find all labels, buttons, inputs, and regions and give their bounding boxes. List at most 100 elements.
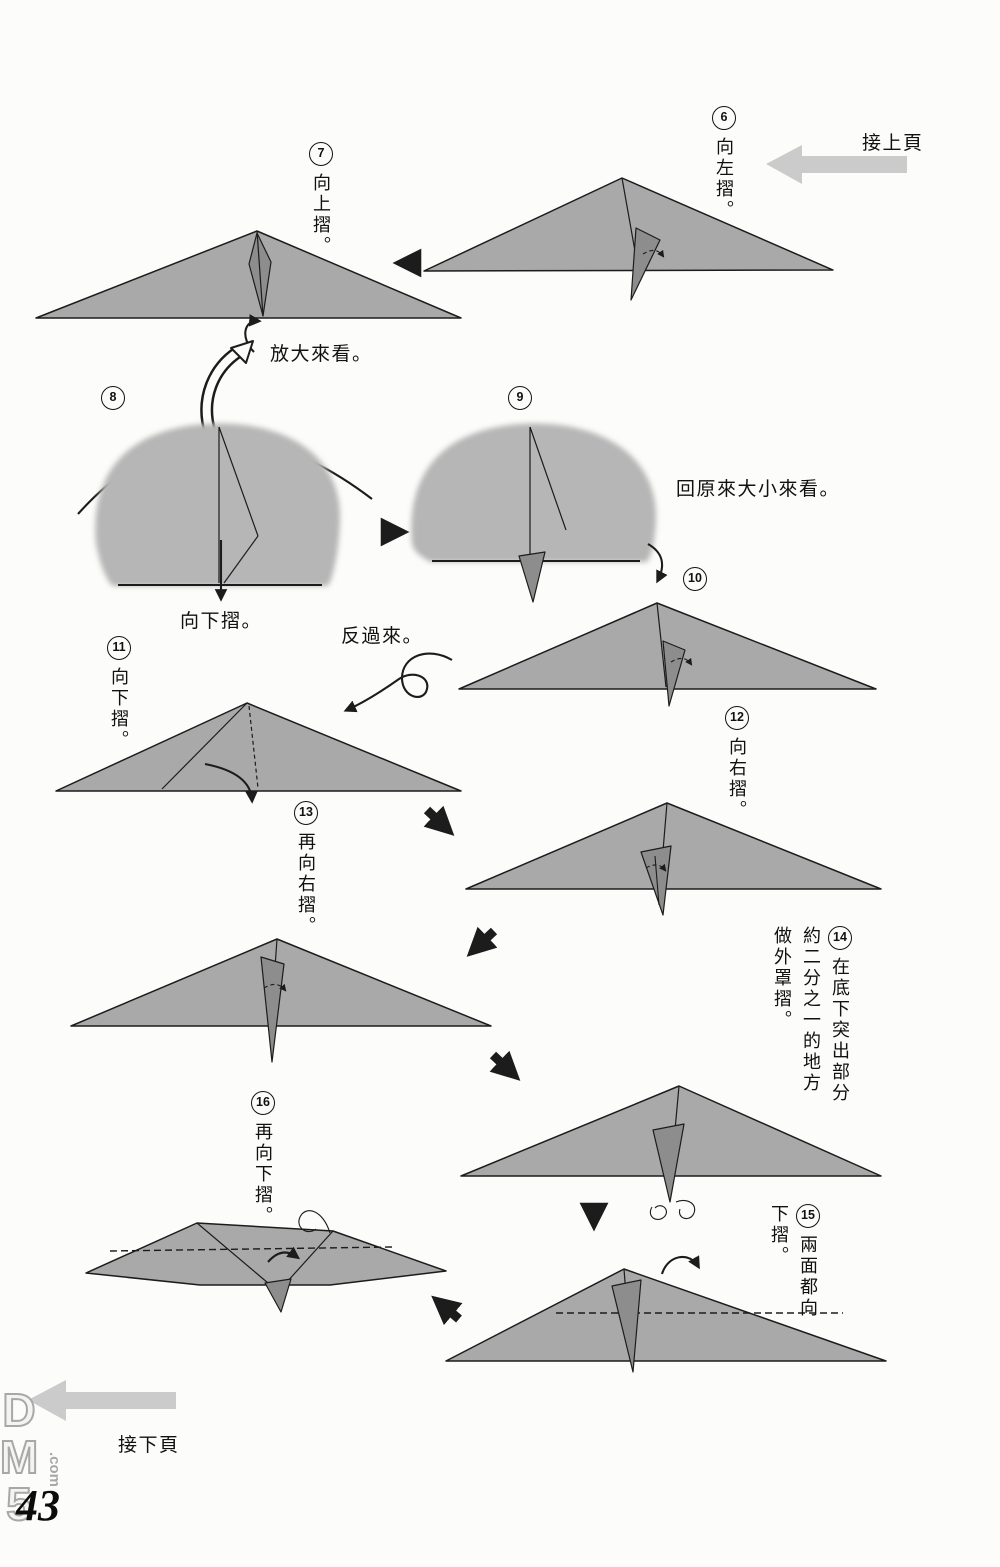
fold-down-note: 向下摺。 xyxy=(180,611,263,632)
step8-diagram xyxy=(77,423,373,602)
step14-number: 14 xyxy=(828,926,852,950)
crease-line xyxy=(656,602,667,688)
step14-diagram xyxy=(460,1085,882,1220)
step9-number: 9 xyxy=(508,386,532,410)
zoom-arrow xyxy=(200,340,254,439)
step11-text: 向下摺。 xyxy=(109,667,129,751)
watermark-dm5: DM5 xyxy=(0,1383,46,1526)
fold-arrow xyxy=(645,863,667,872)
zoom-arrow-body xyxy=(202,348,242,436)
crease-line xyxy=(218,426,259,537)
fold-arrow xyxy=(670,657,693,666)
paper-flap xyxy=(518,551,546,603)
step8-number: 8 xyxy=(101,386,125,410)
step13-diagram xyxy=(70,938,492,1063)
restore-size-note: 回原來大小來看。 xyxy=(676,479,841,500)
step7-number: 7 xyxy=(309,142,333,166)
step6-number: 6 xyxy=(712,106,736,130)
fold-arrow xyxy=(642,249,665,258)
step6-diagram xyxy=(423,177,834,301)
step-arrow xyxy=(431,1295,463,1326)
step-arrow xyxy=(423,805,455,836)
zoom-in-note: 放大來看。 xyxy=(270,344,373,365)
paper-triangle xyxy=(465,802,882,890)
fold-down-arrow xyxy=(204,762,258,804)
curved-arrow xyxy=(647,543,668,584)
paper-triangle xyxy=(445,1268,887,1362)
arrow-to-step14 xyxy=(489,1050,521,1081)
step13-number: 13 xyxy=(294,801,318,825)
step10-diagram xyxy=(458,602,877,707)
step11-number: 11 xyxy=(107,636,131,660)
step-arrow xyxy=(466,926,498,957)
step6-label: 6 向左摺。 xyxy=(709,106,738,256)
reverse-fold-curl xyxy=(649,1205,667,1220)
reverse-fold-curl xyxy=(675,1199,696,1220)
step7-diagram xyxy=(35,230,462,353)
page-number: 43 xyxy=(16,1481,60,1530)
paper-flap xyxy=(611,1279,642,1373)
step15-label: 15兩面都向下摺。 xyxy=(760,1204,822,1322)
step15-text: 兩面都向下摺。 xyxy=(769,1204,818,1319)
step12-diagram xyxy=(465,802,882,916)
crease-line xyxy=(529,426,567,531)
fold-arrow xyxy=(263,983,287,992)
step6-text: 向左摺。 xyxy=(714,137,734,221)
crease-line xyxy=(223,535,259,584)
prev-page-label: 接上頁 xyxy=(862,133,924,154)
prev-page-arrow-icon xyxy=(766,145,907,184)
step11-diagram xyxy=(55,702,462,804)
fold-over-curl xyxy=(298,1210,331,1234)
step14-label: 14在底下突出部分約二分之一的地方做外罩摺。 xyxy=(764,926,854,1108)
loop-arrow xyxy=(343,652,453,713)
step10-number: 10 xyxy=(683,567,707,591)
step12-text: 向右摺。 xyxy=(727,737,747,821)
step14-text: 在底下突出部分約二分之一的地方做外罩摺。 xyxy=(772,926,850,1104)
step11-label: 11 向下摺。 xyxy=(104,636,133,786)
crease-line xyxy=(256,230,264,317)
crease-line xyxy=(161,702,248,790)
step7-text: 向上摺。 xyxy=(311,173,331,257)
turn-over-note: 反過來。 xyxy=(341,626,424,647)
paper-flap xyxy=(630,227,661,301)
paper-triangle xyxy=(35,230,462,319)
step16-diagram xyxy=(85,1210,447,1313)
next-page-arrow-icon xyxy=(28,1380,176,1421)
step7-label: 7 向上摺。 xyxy=(306,142,335,292)
fold-line-dashed xyxy=(109,1246,393,1252)
arrow-to-step16 xyxy=(431,1295,463,1326)
paper-enlarged xyxy=(95,423,341,586)
paper-flap xyxy=(260,956,285,1063)
arrow-to-step12 xyxy=(423,805,455,836)
next-page-label: 接下頁 xyxy=(118,1435,180,1456)
step-arrow xyxy=(489,1050,521,1081)
paper-triangle xyxy=(55,702,462,792)
paper-flap xyxy=(662,640,686,707)
turn-over-arrow xyxy=(343,652,453,713)
step16-number: 16 xyxy=(251,1091,275,1115)
paper-triangle xyxy=(423,177,834,272)
paper-enlarged xyxy=(411,423,657,562)
zoom-arrow-head xyxy=(230,340,254,364)
step16-text: 再向下摺。 xyxy=(253,1122,273,1227)
step13-text: 再向右摺。 xyxy=(296,832,316,937)
paper-flap xyxy=(640,845,672,916)
step9-diagram xyxy=(411,423,657,603)
arrow-to-step13 xyxy=(466,926,498,957)
step15-diagram xyxy=(445,1255,887,1373)
step12-number: 12 xyxy=(725,706,749,730)
fold-over-arrow xyxy=(660,1255,700,1275)
block-arrow-left xyxy=(766,145,907,184)
arrow-to-step10 xyxy=(647,543,668,584)
crease-line xyxy=(654,855,660,906)
crease-line xyxy=(285,1230,334,1284)
fold-arrow xyxy=(267,1246,301,1263)
watermark-com: .com xyxy=(46,1452,63,1488)
step15-number: 15 xyxy=(796,1204,820,1228)
paper-flap xyxy=(264,1278,292,1313)
block-arrow-left xyxy=(28,1380,176,1421)
step16-label: 16 再向下摺。 xyxy=(248,1091,277,1263)
paper-flap xyxy=(652,1123,685,1203)
